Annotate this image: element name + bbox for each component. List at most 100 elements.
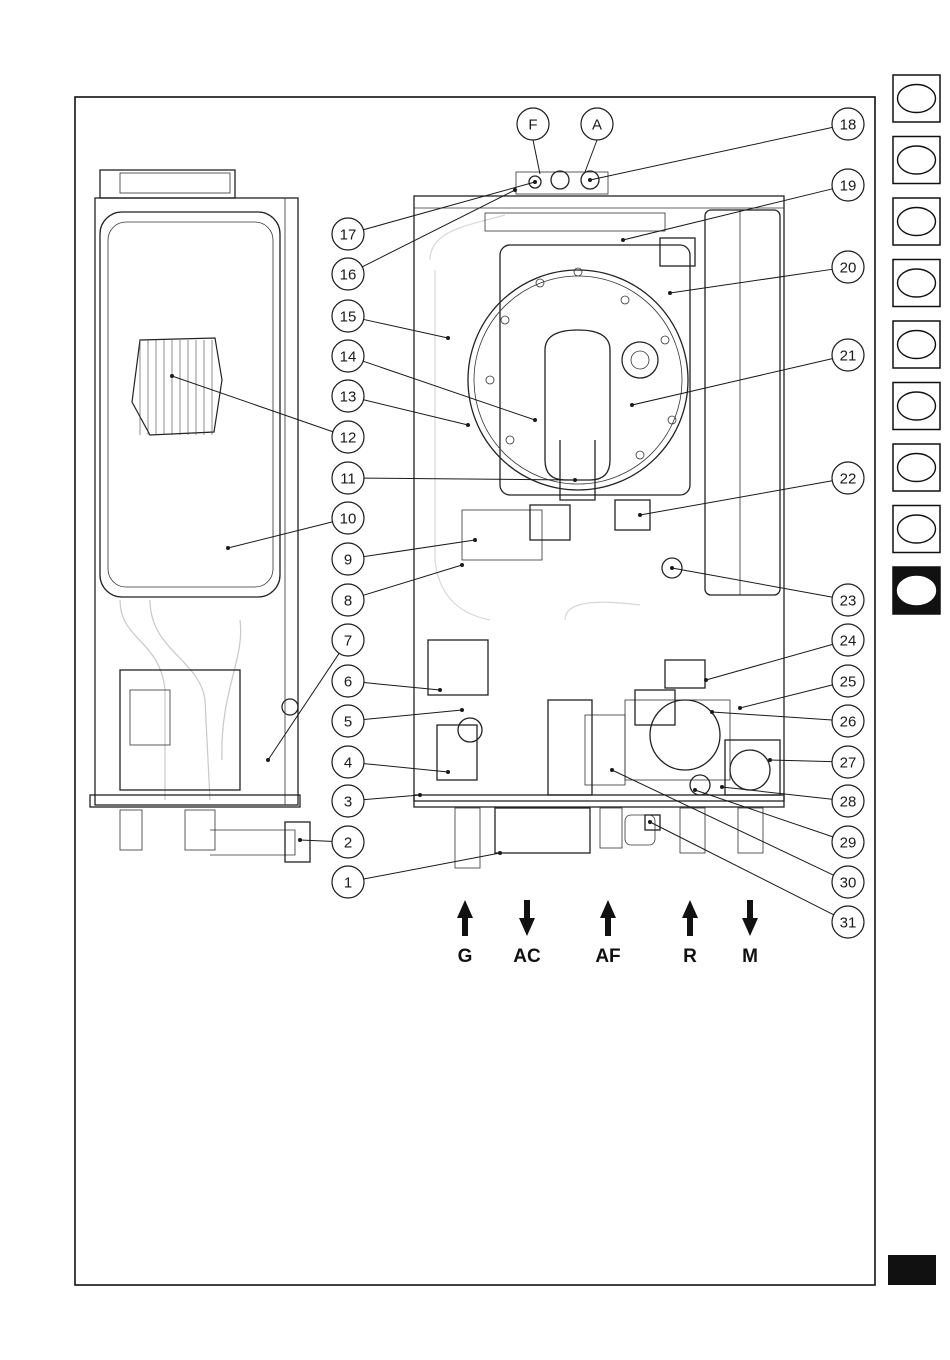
callout-2: 2 bbox=[298, 826, 364, 858]
callout-number: 22 bbox=[840, 471, 857, 488]
boiler-front-view bbox=[414, 171, 784, 868]
callout-22: 22 bbox=[638, 462, 864, 517]
callout-number: 26 bbox=[840, 714, 857, 731]
callout-number: 15 bbox=[340, 309, 357, 326]
leader-dot bbox=[720, 785, 724, 789]
callout-number: 5 bbox=[344, 714, 352, 731]
callout-number: 9 bbox=[344, 552, 352, 569]
leader-dot bbox=[573, 478, 577, 482]
side-tab-2[interactable] bbox=[893, 137, 940, 184]
leader-dot bbox=[738, 706, 742, 710]
leader-dot bbox=[446, 336, 450, 340]
callout-4: 4 bbox=[332, 746, 450, 778]
arrow-up-icon bbox=[600, 900, 616, 936]
callout-27: 27 bbox=[768, 746, 864, 778]
side-tab-8[interactable] bbox=[893, 506, 940, 553]
leader-dot bbox=[710, 710, 714, 714]
side-tab-9[interactable] bbox=[893, 567, 940, 614]
leader-line bbox=[364, 400, 468, 425]
callout-number: 23 bbox=[840, 593, 857, 610]
tab-box bbox=[893, 137, 940, 184]
leader-dot bbox=[630, 403, 634, 407]
leader-dot bbox=[466, 423, 470, 427]
arrow-up-icon bbox=[457, 900, 473, 936]
leader-dot bbox=[418, 793, 422, 797]
callout-number: 12 bbox=[340, 430, 357, 447]
callout-number: 30 bbox=[840, 875, 857, 892]
leader-line bbox=[533, 140, 540, 174]
leader-line bbox=[364, 795, 420, 800]
callout-21: 21 bbox=[630, 339, 864, 407]
leader-dot bbox=[170, 374, 174, 378]
connection-label: M bbox=[742, 946, 758, 967]
callout-number: 18 bbox=[840, 117, 857, 134]
side-tab-7[interactable] bbox=[893, 444, 940, 491]
callout-number: 28 bbox=[840, 794, 857, 811]
callout-number: 13 bbox=[340, 389, 357, 406]
leader-dot bbox=[648, 820, 652, 824]
callout-number: 1 bbox=[344, 875, 352, 892]
arrow-up-icon bbox=[682, 900, 698, 936]
leader-line bbox=[364, 764, 448, 772]
callout-26: 26 bbox=[710, 705, 864, 737]
callout-letter: F bbox=[528, 117, 537, 134]
callout-number: 19 bbox=[840, 178, 857, 195]
leader-line bbox=[632, 359, 832, 405]
connection-label: R bbox=[683, 946, 697, 967]
callout-number: 11 bbox=[340, 471, 356, 488]
leader-line bbox=[268, 653, 339, 760]
callout-11: 11 bbox=[332, 462, 577, 494]
side-tab-5[interactable] bbox=[893, 321, 940, 368]
leader-dot bbox=[446, 770, 450, 774]
callout-20: 20 bbox=[668, 251, 864, 295]
callout-15: 15 bbox=[332, 300, 450, 340]
tab-box bbox=[893, 444, 940, 491]
connection-r: R bbox=[682, 900, 698, 967]
leader-line bbox=[364, 540, 475, 557]
callout-17: 17 bbox=[332, 180, 537, 250]
leader-dot bbox=[621, 238, 625, 242]
callout-6: 6 bbox=[332, 665, 442, 697]
connection-label: AF bbox=[595, 946, 620, 967]
tab-box bbox=[893, 198, 940, 245]
leader-line bbox=[363, 361, 535, 420]
side-tab-6[interactable] bbox=[893, 383, 940, 430]
leader-line bbox=[670, 269, 832, 293]
callout-number: 4 bbox=[344, 755, 352, 772]
side-tabs bbox=[893, 75, 940, 614]
leader-line bbox=[640, 481, 832, 515]
side-tab-4[interactable] bbox=[893, 260, 940, 307]
callout-18: 18 bbox=[588, 108, 864, 182]
leader-dot bbox=[460, 708, 464, 712]
leader-dot bbox=[513, 188, 517, 192]
callout-number: 2 bbox=[344, 835, 352, 852]
leader-dot bbox=[226, 546, 230, 550]
leader-dot bbox=[693, 788, 697, 792]
leader-dot bbox=[704, 678, 708, 682]
connection-m: M bbox=[742, 900, 758, 967]
connection-ac: AC bbox=[513, 900, 541, 967]
leader-line bbox=[706, 644, 833, 680]
connection-callout-F: F bbox=[517, 108, 549, 174]
arrow-down-icon bbox=[519, 900, 535, 936]
leader-line bbox=[363, 565, 462, 595]
leader-dot bbox=[460, 563, 464, 567]
leader-line bbox=[672, 568, 832, 597]
callout-number: 8 bbox=[344, 593, 352, 610]
callout-13: 13 bbox=[332, 380, 470, 427]
side-tab-3[interactable] bbox=[893, 198, 940, 245]
tab-box bbox=[893, 506, 940, 553]
callout-5: 5 bbox=[332, 705, 464, 737]
connection-af: AF bbox=[595, 900, 620, 967]
callout-1: 1 bbox=[332, 851, 502, 898]
leader-dot bbox=[473, 538, 477, 542]
leader-dot bbox=[610, 768, 614, 772]
side-tab-1[interactable] bbox=[893, 75, 940, 122]
leader-dot bbox=[588, 178, 592, 182]
leader-dot bbox=[670, 566, 674, 570]
leader-line bbox=[364, 710, 462, 719]
leader-line bbox=[722, 787, 832, 799]
callout-30: 30 bbox=[610, 768, 864, 898]
